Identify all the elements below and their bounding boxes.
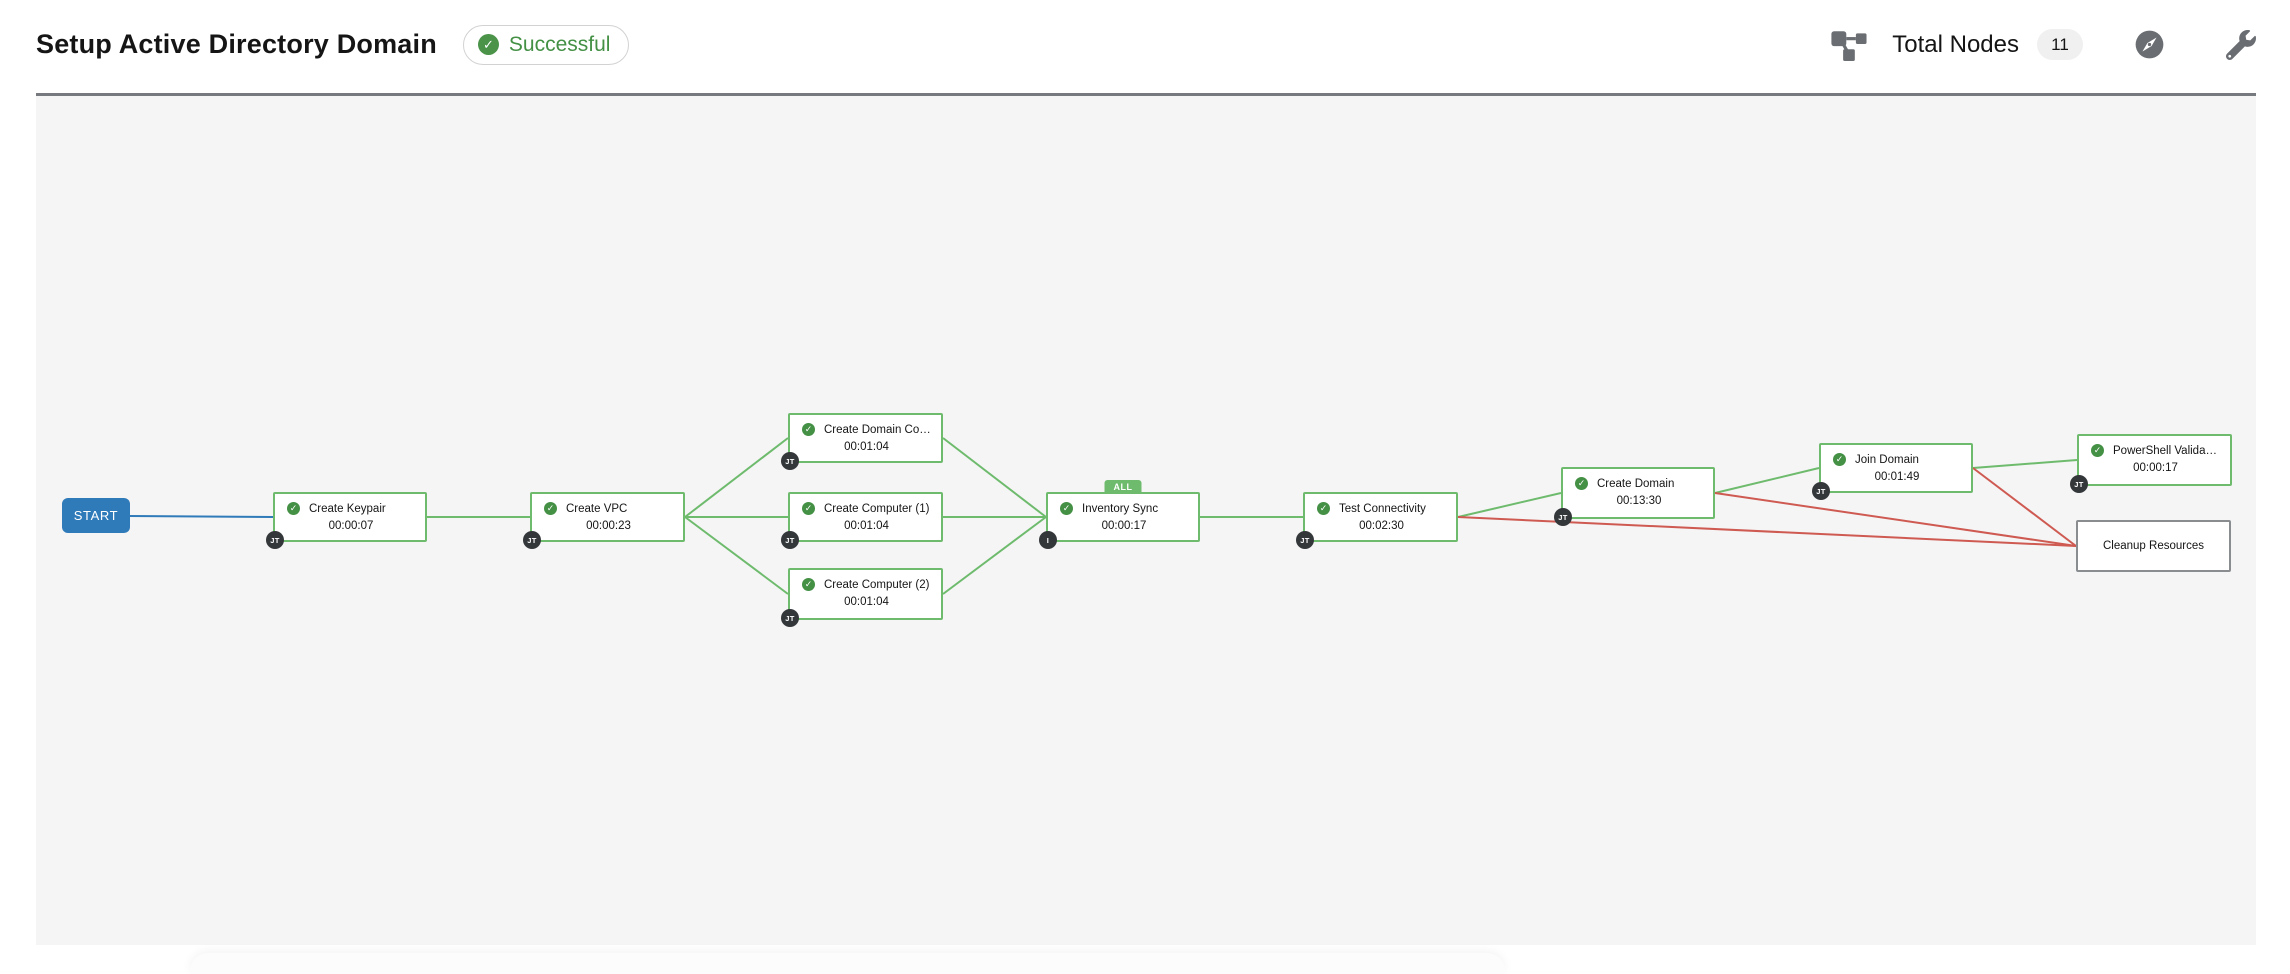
- node-elapsed-time: 00:01:04: [844, 441, 889, 453]
- workflow-link-create-domain-to-join-domain[interactable]: [1714, 467, 1820, 494]
- node-type-badge: JT: [1812, 482, 1830, 500]
- node-elapsed-time: 00:00:23: [586, 520, 631, 532]
- node-success-check-icon: ✓: [287, 502, 300, 515]
- node-title-row: ✓ Create Computer (1): [802, 502, 931, 515]
- workflow-link-create-domain-contr-to-inventory-sync[interactable]: [942, 437, 1047, 518]
- check-circle-icon: ✓: [477, 34, 499, 55]
- node-type-badge: JT: [2070, 475, 2088, 493]
- node-elapsed-time: 00:01:49: [1874, 471, 1920, 483]
- node-elapsed-time: 00:00:17: [1101, 520, 1147, 532]
- node-label: Create Domain: [1597, 477, 1675, 490]
- workflow-link-test-connectivity-to-create-domain[interactable]: [1457, 492, 1562, 518]
- bottom-panel-edge: [190, 953, 1505, 974]
- node-success-check-icon: ✓: [1833, 453, 1846, 466]
- node-label: Inventory Sync: [1082, 502, 1159, 515]
- node-success-check-icon: ✓: [2091, 444, 2104, 457]
- node-type-badge: JT: [781, 452, 799, 470]
- node-success-check-icon: ✓: [802, 502, 815, 515]
- node-title-row: Cleanup Resources: [2103, 540, 2204, 552]
- node-success-check-icon: ✓: [802, 578, 815, 591]
- workflow-link-join-domain-to-cleanup-resources[interactable]: [1972, 467, 2077, 547]
- workflow-link-create-computer-2-to-inventory-sync[interactable]: [942, 516, 1047, 595]
- node-title-row: ✓ Create Keypair: [287, 502, 415, 515]
- node-elapsed-time: 00:01:04: [844, 520, 889, 532]
- node-elapsed-time: 00:02:30: [1359, 520, 1404, 532]
- node-label: Create VPC: [566, 502, 628, 515]
- node-label: Join Domain: [1855, 453, 1919, 466]
- node-type-badge: JT: [781, 609, 799, 627]
- node-title-row: ✓ Create Computer (2): [802, 578, 931, 591]
- node-elapsed-time: 00:00:07: [328, 520, 374, 532]
- node-label: Cleanup Resources: [2102, 540, 2204, 552]
- total-nodes-count-badge: 11: [2037, 29, 2083, 60]
- sitemap-icon: [1831, 28, 1868, 61]
- node-success-check-icon: ✓: [1575, 477, 1588, 490]
- status-badge-label: Successful: [508, 32, 611, 56]
- node-title-row: ✓ Create Domain: [1575, 477, 1703, 490]
- node-title-row: ✓ Inventory Sync: [1060, 502, 1188, 515]
- node-label: Test Connectivity: [1339, 502, 1426, 515]
- node-success-check-icon: ✓: [544, 502, 557, 515]
- node-type-badge: JT: [1554, 508, 1572, 526]
- compass-icon[interactable]: [2135, 30, 2164, 59]
- workflow-link-join-domain-to-powershell-validation[interactable]: [1972, 459, 2078, 469]
- node-success-check-icon: ✓: [802, 423, 815, 436]
- node-label: Create Domain Contr...: [824, 423, 931, 436]
- node-label: Create Keypair: [309, 502, 386, 515]
- workflow-link-start-to-create-keypair[interactable]: [129, 515, 274, 518]
- node-title-row: ✓ Test Connectivity: [1317, 502, 1446, 515]
- workflow-link-create-domain-to-cleanup-resources[interactable]: [1714, 492, 2077, 547]
- workflow-node-cleanup-resources[interactable]: Cleanup Resources: [2076, 520, 2231, 572]
- node-title-row: ✓ Create VPC: [544, 502, 673, 515]
- node-title-row: ✓ Create Domain Contr...: [802, 423, 931, 436]
- node-type-badge: JT: [266, 531, 284, 549]
- page-title: Setup Active Directory Domain: [36, 29, 437, 59]
- node-success-check-icon: ✓: [1317, 502, 1330, 515]
- node-elapsed-time: 00:13:30: [1616, 495, 1662, 507]
- header-right: Total Nodes 11: [1831, 28, 2256, 61]
- workflow-link-create-vpc-to-create-domain-contr[interactable]: [684, 437, 789, 518]
- node-label: Create Computer (2): [824, 578, 930, 591]
- total-nodes-label: Total Nodes: [1892, 30, 2019, 58]
- node-elapsed-time: 00:00:17: [2133, 462, 2178, 474]
- node-label: Create Computer (1): [824, 502, 930, 515]
- workflow-link-create-vpc-to-create-computer-2[interactable]: [684, 516, 789, 595]
- node-type-badge: JT: [523, 531, 541, 549]
- node-title-row: ✓ Join Domain: [1833, 453, 1961, 466]
- status-badge: ✓ Successful: [462, 24, 630, 65]
- node-type-badge: JT: [781, 531, 799, 549]
- convergence-all-tag: ALL: [1104, 480, 1142, 493]
- workflow-links-layer: [129, 437, 2078, 595]
- header-left: Setup Active Directory Domain ✓ Successf…: [36, 24, 630, 65]
- node-label: PowerShell Validation: [2113, 444, 2220, 457]
- wrench-icon[interactable]: [2226, 29, 2256, 60]
- node-type-badge: I: [1039, 531, 1057, 549]
- node-type-badge: JT: [1296, 531, 1314, 549]
- page-header: Setup Active Directory Domain ✓ Successf…: [0, 0, 2290, 93]
- start-node[interactable]: START: [62, 498, 130, 533]
- node-success-check-icon: ✓: [1060, 502, 1073, 515]
- node-elapsed-time: 00:01:04: [844, 596, 889, 608]
- node-title-row: ✓ PowerShell Validation: [2091, 444, 2220, 457]
